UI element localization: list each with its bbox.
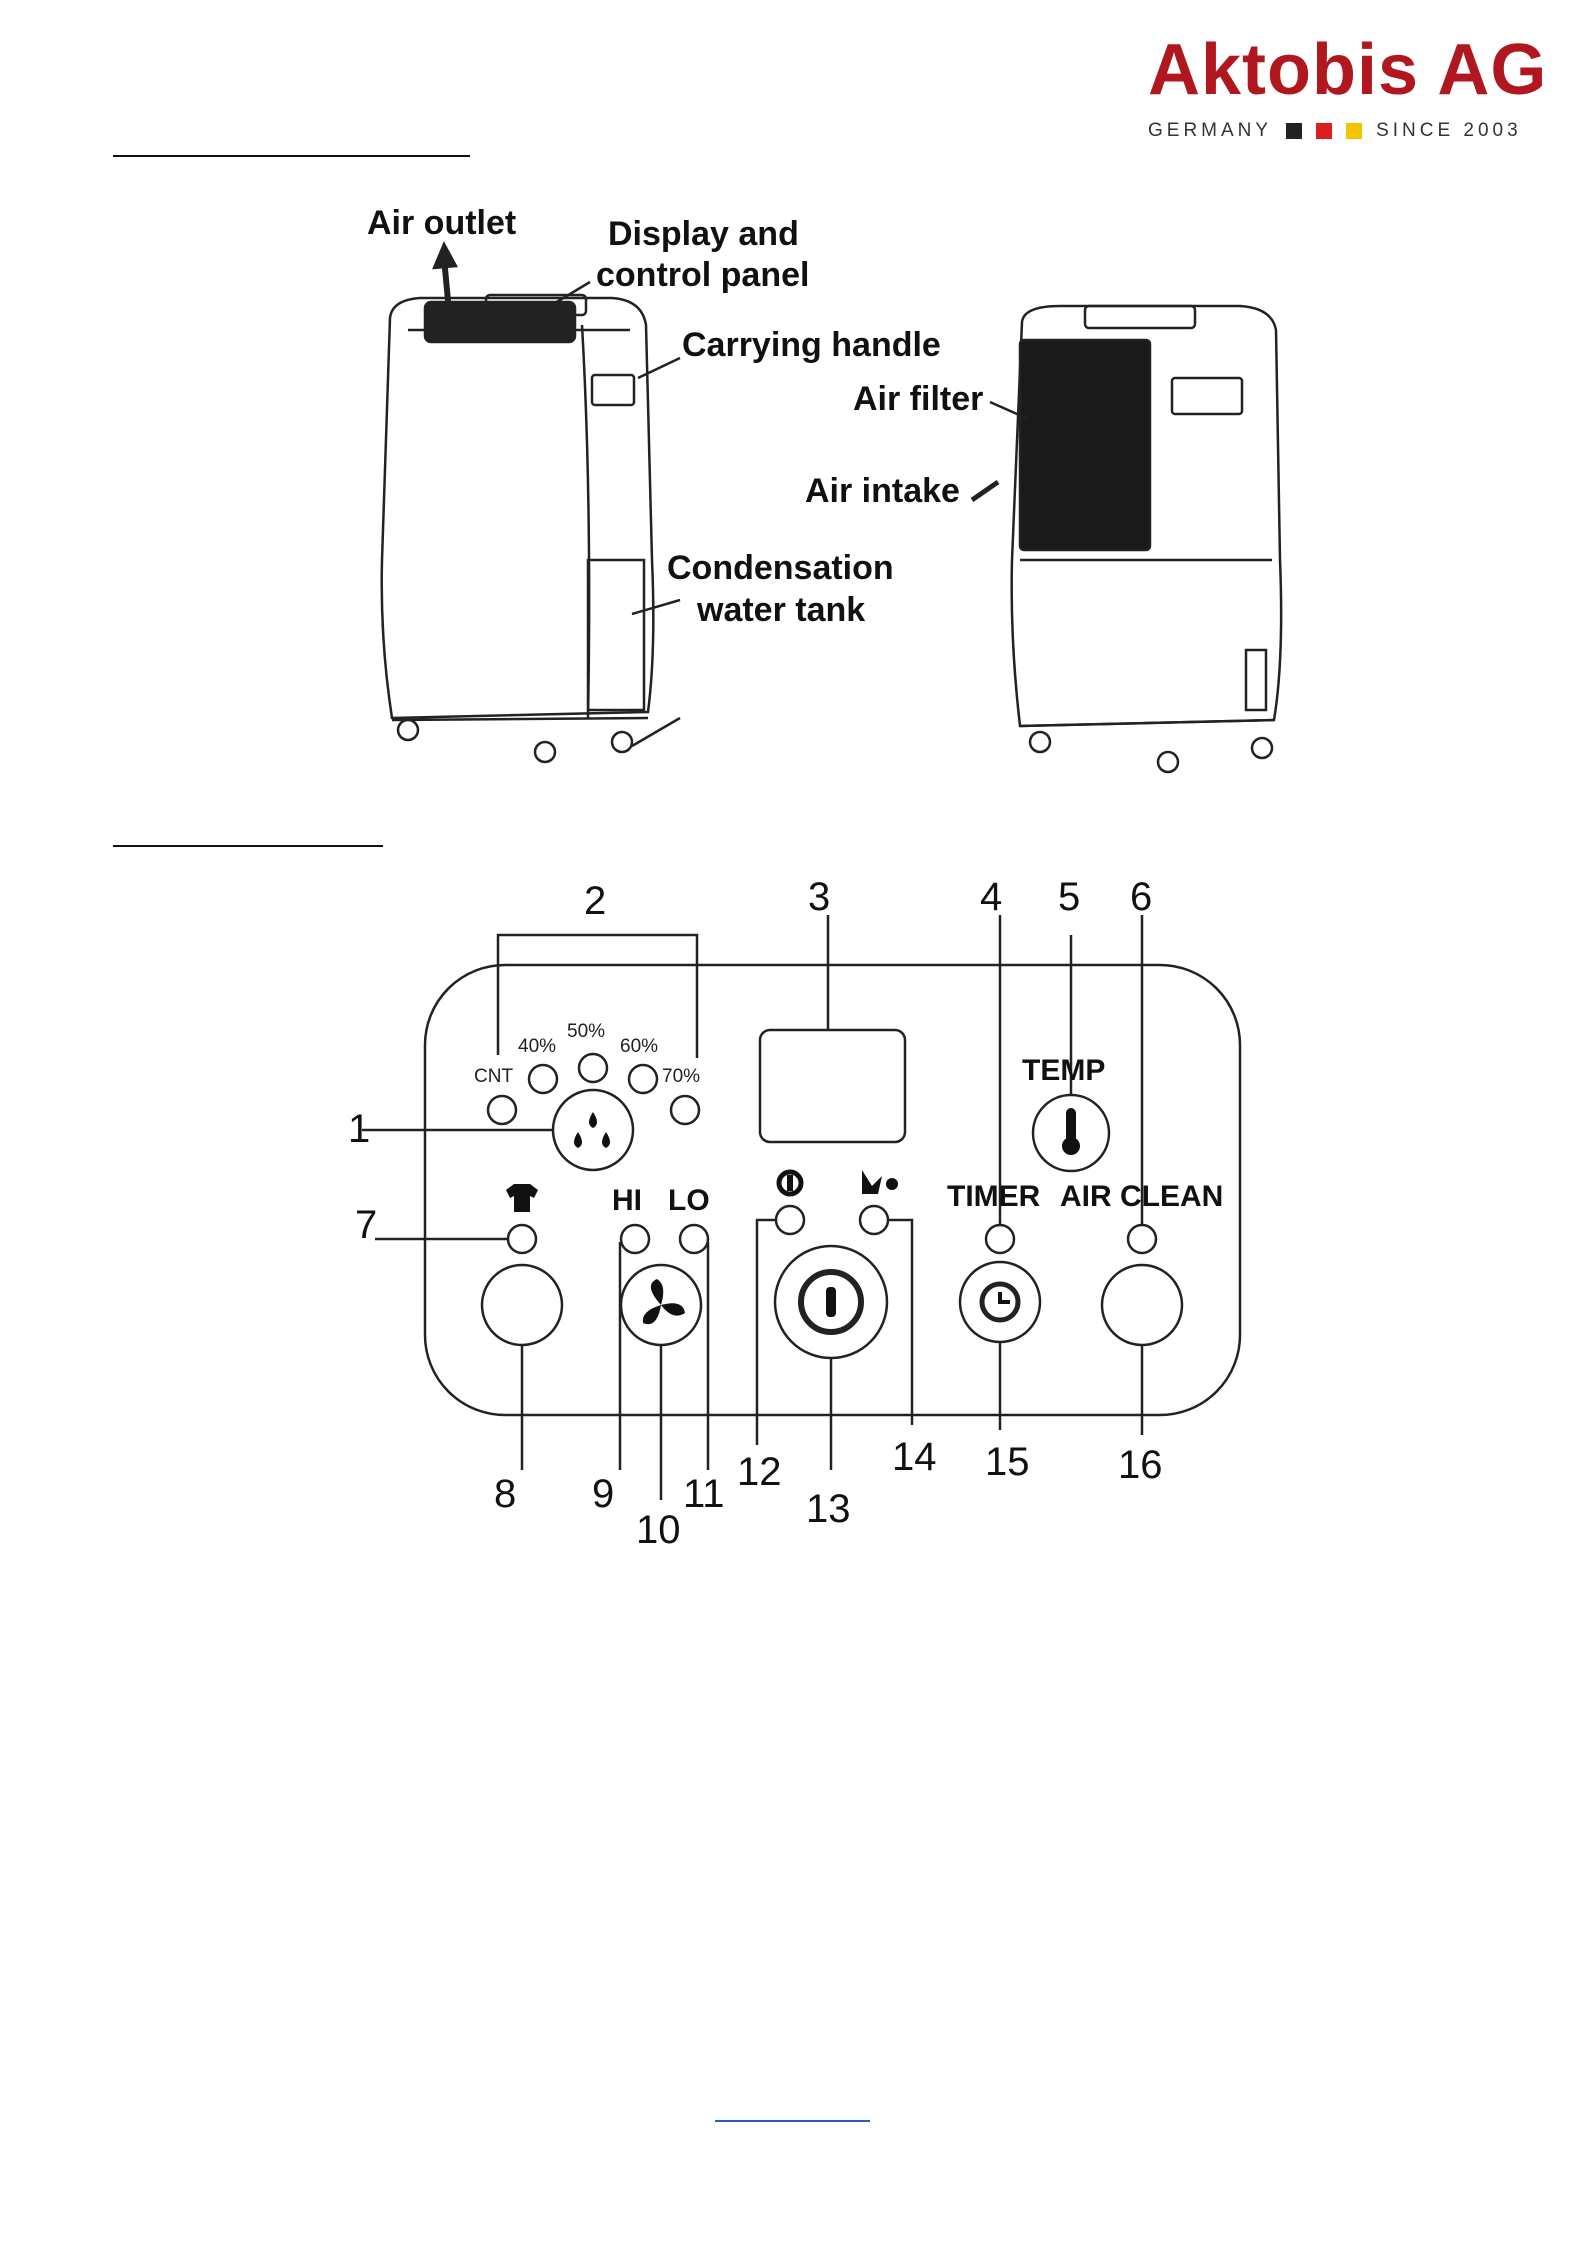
callout-2: 2 (584, 879, 606, 923)
sleep-mode-icon (862, 1170, 898, 1194)
callout-3: 3 (808, 875, 830, 919)
callout-12: 12 (737, 1450, 782, 1494)
drops-icon (574, 1112, 610, 1148)
label-hi: HI (612, 1184, 642, 1217)
callout-11: 11 (683, 1472, 725, 1516)
flag-gold-square (1346, 123, 1362, 139)
company-logo: Aktobis AG GERMANY SINCE 2003 (1148, 34, 1568, 142)
callout-9: 9 (592, 1472, 614, 1516)
thermometer-icon (1062, 1108, 1080, 1155)
humidity-cnt: CNT (474, 1066, 513, 1087)
humidity-40: 40% (518, 1036, 556, 1057)
logo-country: GERMANY (1148, 120, 1272, 142)
label-tank-line2: water tank (696, 591, 865, 629)
flag-red-square (1316, 123, 1332, 139)
clock-icon (1000, 1292, 1010, 1302)
callout-15: 15 (985, 1440, 1030, 1484)
label-display-line2: control panel (596, 256, 809, 294)
label-air-clean: AIR CLEAN (1060, 1180, 1223, 1213)
callout-14: 14 (892, 1435, 937, 1479)
label-display-line1: Display and (608, 215, 799, 253)
callout-4: 4 (980, 875, 1002, 919)
label-tank-line1: Condensation (667, 549, 894, 587)
logo-since: SINCE 2003 (1376, 120, 1522, 142)
callout-5: 5 (1058, 875, 1080, 919)
label-carrying-handle: Carrying handle (682, 326, 941, 364)
section-rule-device (113, 155, 470, 157)
flag-black-square (1286, 123, 1302, 139)
control-panel-diagram: 1 2 3 4 5 6 7 8 9 10 11 12 13 14 15 16 C… (0, 860, 1588, 1560)
callout-8: 8 (494, 1472, 516, 1516)
shirt-icon (506, 1184, 538, 1212)
footer-link-underline[interactable] (715, 2120, 870, 2122)
humidity-50: 50% (567, 1021, 605, 1042)
callout-13: 13 (806, 1487, 851, 1531)
logo-tagline: GERMANY SINCE 2003 (1148, 120, 1568, 142)
back-unit (1012, 306, 1281, 772)
callout-6: 6 (1130, 875, 1152, 919)
label-air-filter: Air filter (853, 380, 983, 418)
label-air-outlet: Air outlet (367, 204, 516, 242)
callout-7: 7 (355, 1203, 377, 1247)
small-power-icon (779, 1172, 801, 1194)
front-unit (382, 244, 654, 762)
callout-1: 1 (348, 1107, 370, 1151)
device-illustration: Air outlet Display and control panel Car… (0, 190, 1588, 790)
label-timer: TIMER (947, 1180, 1041, 1213)
humidity-70: 70% (662, 1066, 700, 1087)
label-temp: TEMP (1022, 1054, 1105, 1087)
fan-icon (643, 1279, 685, 1324)
callout-16: 16 (1118, 1443, 1163, 1487)
logo-name: Aktobis AG (1148, 34, 1568, 106)
callout-10: 10 (636, 1508, 681, 1552)
power-icon (826, 1287, 836, 1317)
humidity-60: 60% (620, 1036, 658, 1057)
label-air-intake: Air intake (805, 472, 960, 510)
section-rule-panel (113, 845, 383, 847)
label-lo: LO (668, 1184, 710, 1217)
